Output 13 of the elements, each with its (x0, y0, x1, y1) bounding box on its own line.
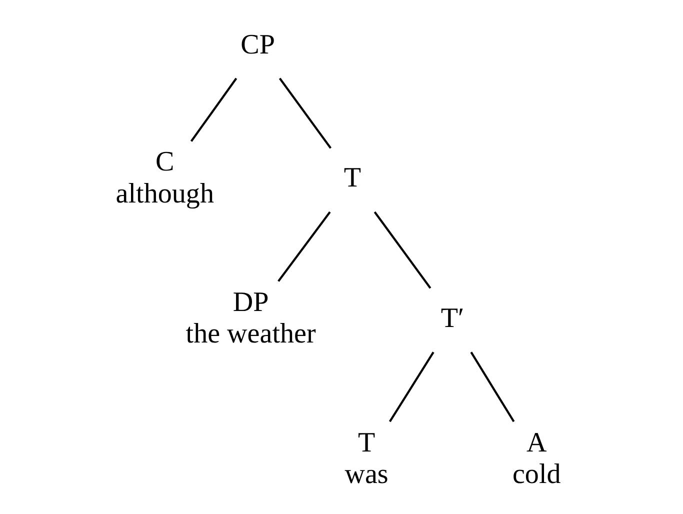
node-text: T′ (440, 302, 464, 334)
node-text: C although (115, 146, 214, 210)
connector (373, 211, 431, 289)
connector (278, 78, 332, 149)
node-text: A cold (512, 427, 560, 490)
connector (470, 352, 514, 422)
connector (277, 211, 330, 282)
node-text: T was (344, 427, 388, 490)
node-text: DP the weather (185, 287, 316, 350)
node-text: CP (240, 29, 274, 60)
connector (190, 78, 237, 142)
node-text: T (343, 162, 361, 194)
connector (388, 352, 434, 422)
